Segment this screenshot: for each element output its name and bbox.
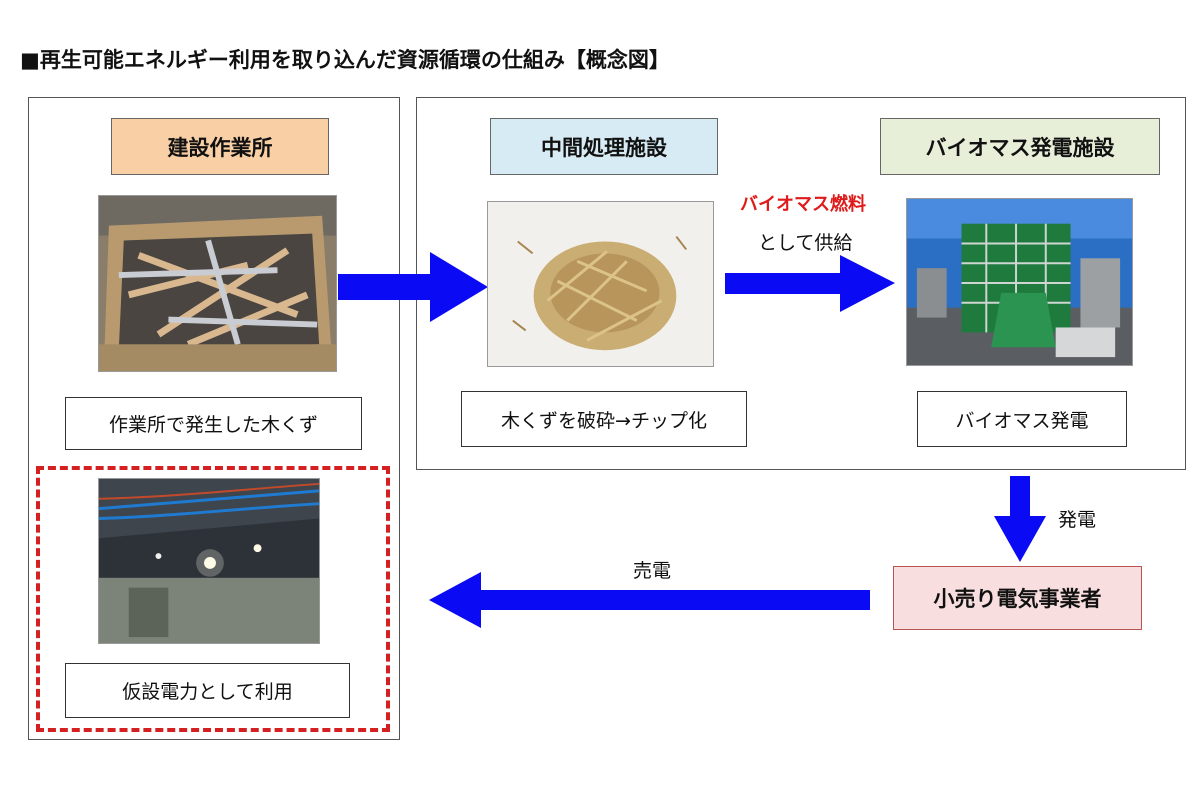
biomass-fuel-label: バイオマス燃料 xyxy=(740,194,866,215)
intermediate-label: 中間処理施設 xyxy=(490,118,718,175)
arrow-to-retailer xyxy=(994,476,1046,562)
arrow-to-intermediate xyxy=(338,252,488,322)
construction-site-caption: 作業所で発生した木くず xyxy=(65,397,362,450)
supply-label: として供給 xyxy=(758,232,853,254)
biomass-plant-caption: バイオマス発電 xyxy=(917,391,1127,447)
power-plant-photo-icon xyxy=(906,198,1133,366)
arrow-to-temporary-power xyxy=(429,572,870,628)
generation-label: 発電 xyxy=(1058,509,1097,531)
construction-site-label: 建設作業所 xyxy=(111,118,329,175)
page-title: ■再生可能エネルギー利用を取り込んだ資源循環の仕組み【概念図】 xyxy=(20,48,670,72)
sale-label: 売電 xyxy=(633,560,672,582)
arrow-to-biomass-plant xyxy=(725,255,895,312)
wood-chips-photo-icon xyxy=(487,201,714,367)
temporary-power-caption: 仮設電力として利用 xyxy=(65,663,350,718)
site-lighting-photo-icon xyxy=(98,478,320,644)
temporary-power-highlight xyxy=(36,466,390,732)
retailer-label: 小売り電気事業者 xyxy=(893,566,1142,630)
wood-scraps-photo-icon xyxy=(98,195,337,372)
biomass-plant-label: バイオマス発電施設 xyxy=(880,118,1160,175)
intermediate-caption: 木くずを破砕→チップ化 xyxy=(461,391,747,447)
